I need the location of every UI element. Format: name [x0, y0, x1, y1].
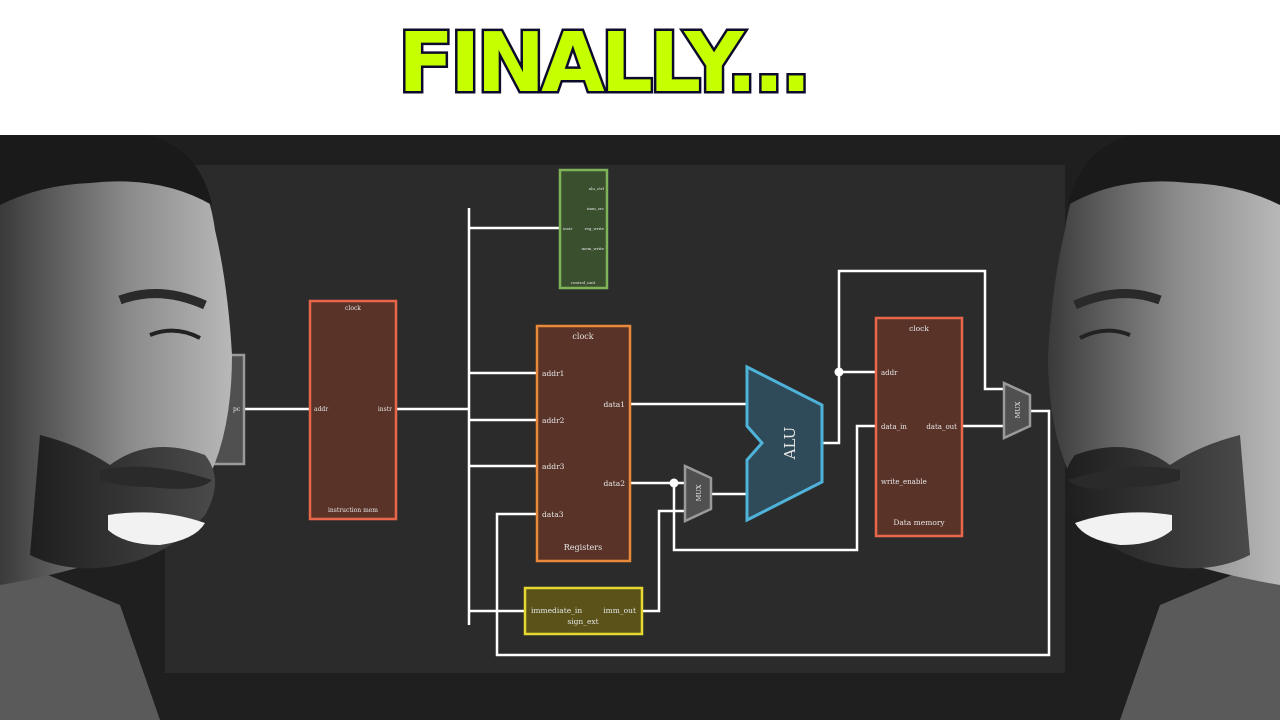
- wire-data2-to-datain: [672, 424, 876, 552]
- smiling-man-left: [0, 135, 232, 720]
- right-hair: [1068, 135, 1280, 205]
- control-unit-name: control_unit: [571, 280, 596, 285]
- left-hair: [0, 135, 212, 205]
- registers-input-label: addr1: [542, 369, 564, 378]
- wire-alu-out: [822, 370, 876, 445]
- junction-data2: [669, 478, 679, 488]
- registers-clock-label: clock: [572, 332, 593, 341]
- sign-ext-input-label: immediate_in: [531, 606, 582, 615]
- registers-input-label: data3: [542, 510, 564, 519]
- writeback-mux: MUX: [1002, 381, 1032, 440]
- instr-mem-name: instruction mem: [328, 507, 378, 514]
- control-unit-block: instr alu_ctrl imm_src reg_write mem_wri…: [558, 168, 609, 290]
- data-mem-data-in-label: data_in: [881, 423, 907, 431]
- right-eyebrow: [1073, 289, 1162, 310]
- alu-input-mux: MUX: [683, 464, 713, 523]
- title-text: FINALLY...: [396, 14, 815, 114]
- alu-label: ALU: [781, 427, 799, 461]
- wire-writeback: [495, 409, 1051, 657]
- data-mem-data-out-label: data_out: [926, 423, 957, 431]
- control-output-label: reg_write: [585, 226, 605, 231]
- control-output-label: mem_write: [581, 246, 604, 251]
- registers-output-label: data1: [603, 400, 625, 409]
- wire-imm-to-mux: [642, 509, 685, 613]
- pc-output-label: pc: [233, 406, 241, 413]
- left-teeth: [108, 512, 205, 545]
- alu-mux-label: MUX: [695, 484, 703, 501]
- data-mem-write-enable-label: write_enable: [881, 478, 927, 486]
- diagram-canvas: next pc clock addr instr instruction mem…: [165, 165, 1065, 673]
- left-shoulder: [0, 555, 160, 720]
- junction-dots: [669, 367, 844, 488]
- left-eye: [149, 328, 201, 340]
- registers-input-label: addr3: [542, 462, 565, 471]
- data-mem-name: Data memory: [893, 518, 945, 527]
- data-mem-clock-label: clock: [909, 324, 929, 333]
- data-memory-block: clock addr data_in data_out write_enable…: [874, 316, 964, 538]
- sign-ext-name: sign_ext: [567, 617, 598, 626]
- instruction-memory-block: clock addr instr instruction mem: [308, 299, 398, 521]
- sign-extender-block: immediate_in imm_out sign_ext: [523, 586, 644, 636]
- registers-output-label: data2: [603, 479, 625, 488]
- registers-input-label: addr2: [542, 416, 565, 425]
- cpu-datapath-diagram: next pc clock addr instr instruction mem…: [194, 168, 1051, 657]
- right-mustache: [1068, 466, 1180, 489]
- control-output-label: imm_src: [587, 206, 605, 211]
- left-eyebrow: [118, 289, 207, 310]
- alu-block: ALU: [745, 364, 824, 523]
- title-banner: FINALLY...: [0, 0, 1280, 135]
- smiling-man-right: [1048, 135, 1280, 720]
- data-mem-addr-label: addr: [881, 369, 898, 377]
- sign-ext-output-label: imm_out: [603, 606, 636, 615]
- right-shoulder: [1120, 555, 1280, 720]
- instr-mem-clock-label: clock: [345, 305, 361, 312]
- wb-mux-label: MUX: [1014, 401, 1022, 418]
- wire-alu-to-wbmux: [837, 269, 1004, 391]
- left-mustache: [100, 466, 212, 489]
- instr-mem-instr-label: instr: [378, 406, 392, 413]
- right-eye: [1079, 328, 1131, 340]
- junction-alu-out: [834, 367, 844, 377]
- control-input-label: instr: [563, 226, 573, 231]
- right-teeth: [1075, 512, 1172, 545]
- registers-name: Registers: [564, 543, 602, 552]
- instr-mem-addr-label: addr: [314, 406, 328, 413]
- registers-block: clock addr1 addr2 addr3 data3 data1 data…: [535, 324, 632, 563]
- control-output-label: alu_ctrl: [589, 186, 605, 191]
